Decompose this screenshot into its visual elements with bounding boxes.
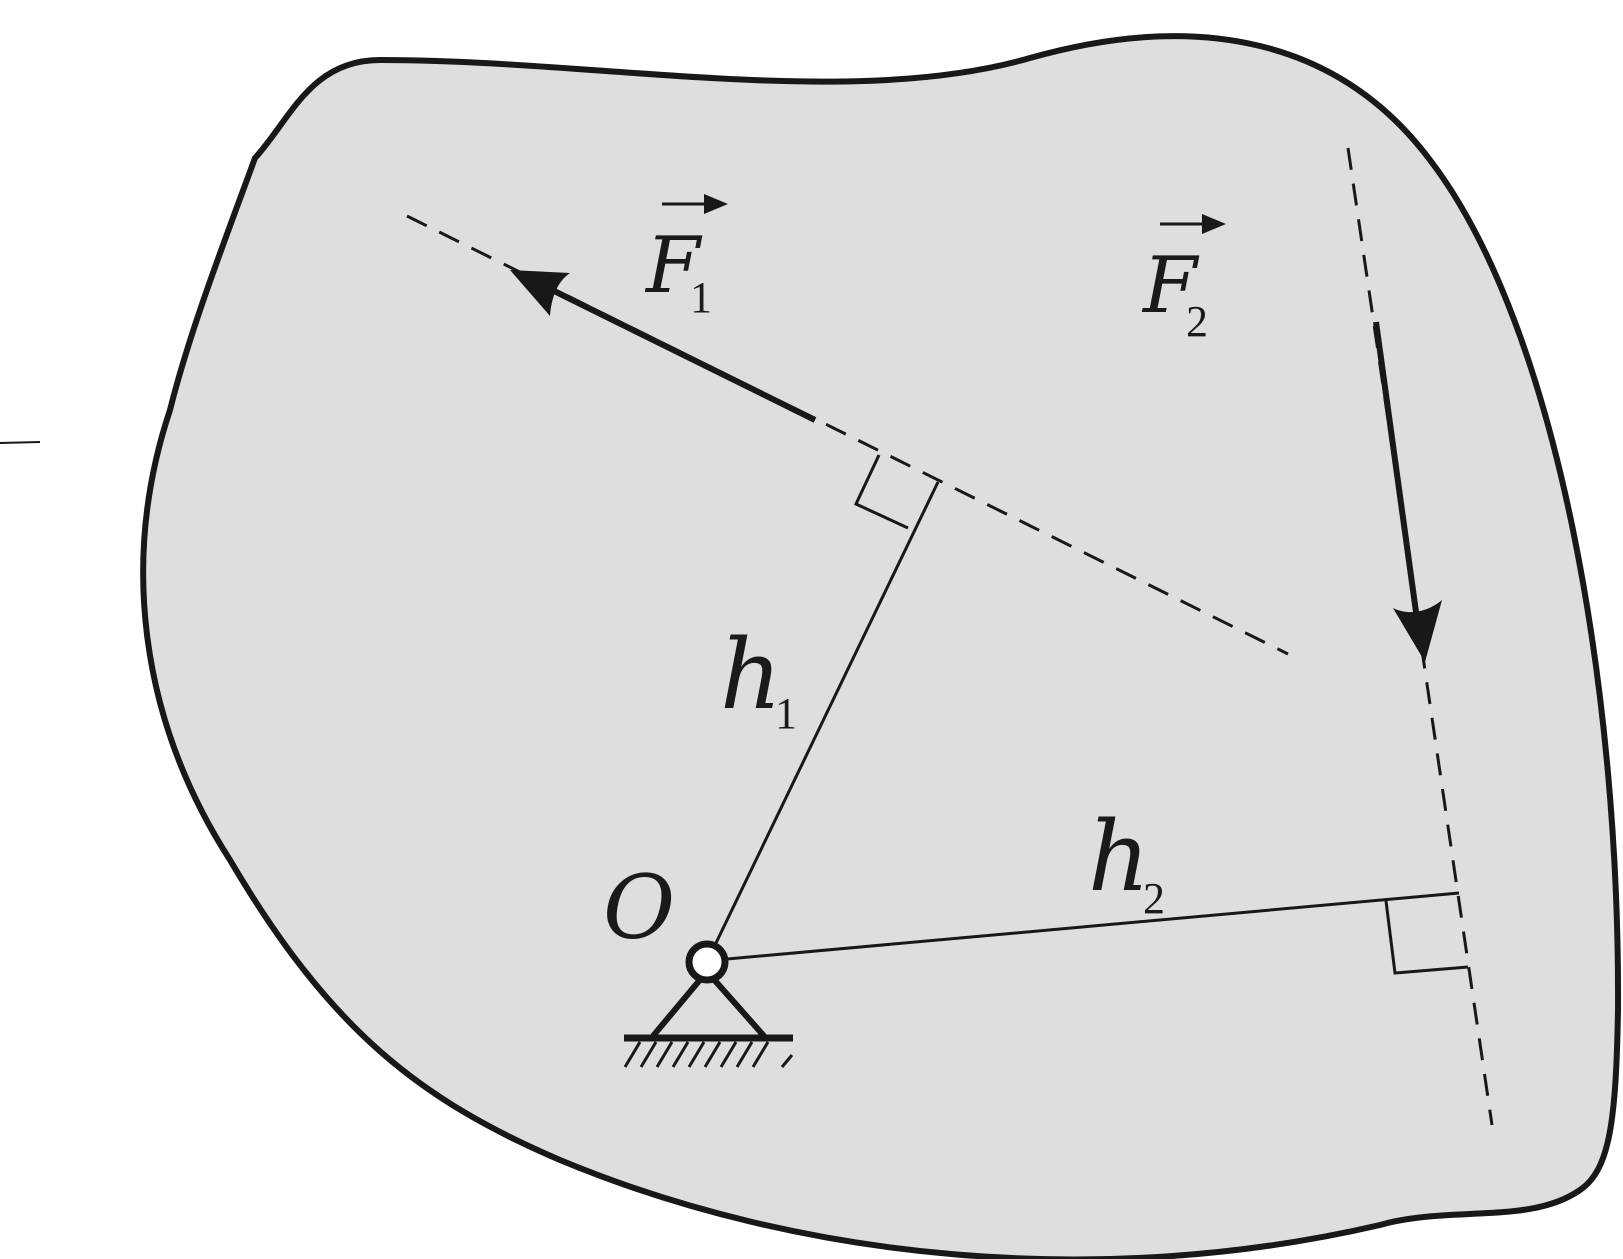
label-f2-subscript: 2 <box>1186 297 1208 346</box>
arm-h1 <box>714 481 940 944</box>
label-pivot-o: O <box>603 856 675 959</box>
label-f1: F <box>644 221 703 311</box>
label-h1: h <box>720 619 782 731</box>
label-f2: F <box>1141 241 1200 331</box>
f1-vector-arrow-icon <box>662 194 728 214</box>
label-h1-subscript: 1 <box>775 689 797 738</box>
arm-h2 <box>715 891 1460 962</box>
rigid-body <box>140 33 1622 1259</box>
f2-arrow-shaft <box>1373 321 1419 613</box>
stray-tick <box>0 441 41 444</box>
label-f1-subscript: 1 <box>690 273 712 322</box>
f2-line-of-action <box>1346 147 1494 1126</box>
right-angle-marker-h1 <box>854 454 909 530</box>
right-angle-marker-h2 <box>1384 900 1469 975</box>
f2-vector-arrow-icon <box>1160 214 1226 234</box>
f2-arrowhead <box>1393 600 1442 662</box>
label-h2: h <box>1088 801 1150 913</box>
pin-support <box>623 940 794 1068</box>
pivot-pin <box>685 940 729 984</box>
f1-arrow-shaft <box>538 281 817 423</box>
f1-arrowhead <box>510 270 570 316</box>
label-h2-subscript: 2 <box>1143 874 1165 923</box>
